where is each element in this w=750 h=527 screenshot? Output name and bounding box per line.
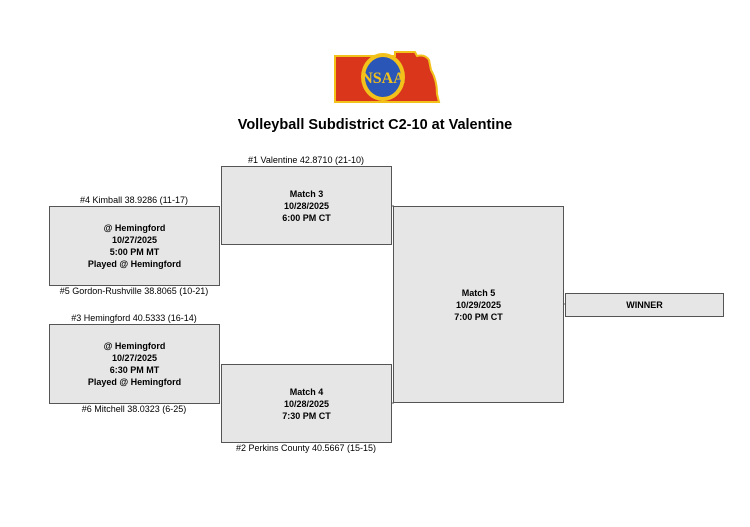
match-2-box: @ Hemingford 10/27/2025 6:30 PM MT Playe… bbox=[49, 324, 220, 404]
team-seed-3: #3 Hemingford 40.5333 (16-14) bbox=[71, 313, 197, 323]
match-1-date: 10/27/2025 bbox=[111, 235, 158, 245]
match-4-box: Match 4 10/28/2025 7:30 PM CT bbox=[221, 364, 392, 443]
team-seed-6: #6 Mitchell 38.0323 (6-25) bbox=[81, 404, 187, 414]
match-1-venue: @ Hemingford bbox=[103, 223, 166, 233]
match-1-time: 5:00 PM MT bbox=[109, 247, 160, 257]
match-3-box: Match 3 10/28/2025 6:00 PM CT bbox=[221, 166, 392, 245]
match-1-played-at: Played @ Hemingford bbox=[87, 259, 182, 269]
logo-text: NSAA bbox=[361, 70, 405, 87]
match-1-box: @ Hemingford 10/27/2025 5:00 PM MT Playe… bbox=[49, 206, 220, 286]
match-2-date: 10/27/2025 bbox=[111, 353, 158, 363]
match-2-played-at: Played @ Hemingford bbox=[87, 377, 182, 387]
winner-label: WINNER bbox=[626, 300, 663, 310]
match-5-date: 10/29/2025 bbox=[455, 299, 502, 310]
page-title: Volleyball Subdistrict C2-10 at Valentin… bbox=[237, 117, 513, 133]
badge-core bbox=[365, 57, 401, 97]
match-3-time: 6:00 PM CT bbox=[282, 212, 331, 223]
team-seed-1: #1 Valentine 42.8710 (21-10) bbox=[248, 155, 364, 165]
match-4-time: 7:30 PM CT bbox=[282, 410, 331, 421]
team-seed-5: #5 Gordon-Rushville 38.8065 (10-21) bbox=[59, 286, 209, 296]
match-2-venue: @ Hemingford bbox=[103, 341, 166, 351]
match-4-date: 10/28/2025 bbox=[283, 398, 330, 409]
team-seed-4: #4 Kimball 38.9286 (11-17) bbox=[80, 195, 188, 205]
match-5-label: Match 5 bbox=[461, 287, 496, 298]
match-3-date: 10/28/2025 bbox=[283, 200, 330, 211]
match-5-box: Match 5 10/29/2025 7:00 PM CT bbox=[393, 206, 564, 403]
match-5-time: 7:00 PM CT bbox=[454, 311, 503, 322]
team-seed-2: #2 Perkins County 40.5667 (15-15) bbox=[235, 443, 377, 453]
match-3-label: Match 3 bbox=[289, 188, 324, 199]
winner-box: WINNER bbox=[565, 293, 724, 317]
match-4-label: Match 4 bbox=[289, 386, 324, 397]
match-2-time: 6:30 PM MT bbox=[109, 365, 160, 375]
nsaa-logo: NSAA bbox=[334, 51, 441, 103]
